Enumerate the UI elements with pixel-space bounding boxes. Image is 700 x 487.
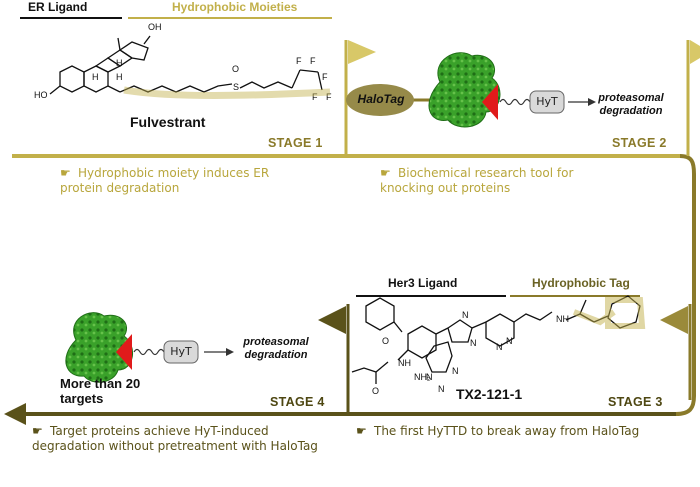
svg-text:H: H bbox=[92, 72, 99, 82]
svg-text:NH₂: NH₂ bbox=[414, 372, 431, 382]
svg-text:NH: NH bbox=[556, 314, 569, 324]
svg-text:N: N bbox=[470, 338, 477, 348]
stage-2-label: STAGE 2 bbox=[612, 136, 667, 150]
stage-1-label: STAGE 1 bbox=[268, 136, 323, 150]
svg-text:F: F bbox=[296, 56, 302, 66]
stage-1-note: ☛Hydrophobic moiety induces ER protein d… bbox=[60, 166, 270, 195]
stage-3-label: STAGE 3 bbox=[608, 395, 663, 409]
hydrophobic-chain-highlight bbox=[123, 86, 331, 99]
stage4-assembly bbox=[65, 312, 234, 383]
svg-text:NH: NH bbox=[398, 358, 411, 368]
tx2-121-1-name: TX2-121-1 bbox=[456, 386, 523, 402]
svg-text:O: O bbox=[372, 386, 379, 396]
flag-icon bbox=[686, 40, 700, 156]
svg-text:O: O bbox=[382, 336, 389, 346]
stage-2-result: proteasomal degradation bbox=[598, 92, 664, 117]
pointing-hand-icon: ☛ bbox=[60, 166, 71, 180]
svg-text:F: F bbox=[322, 72, 328, 82]
fulvestrant-structure bbox=[20, 17, 323, 95]
svg-text:N: N bbox=[462, 310, 469, 320]
svg-text:O: O bbox=[232, 64, 239, 74]
flag-icon bbox=[344, 40, 376, 156]
svg-text:H: H bbox=[116, 72, 123, 82]
flag-icon bbox=[318, 304, 350, 414]
er-ligand-label: ER Ligand bbox=[28, 0, 88, 14]
hydrophobic-moieties-label: Hydrophobic Moieties bbox=[172, 0, 298, 14]
svg-text:HO: HO bbox=[34, 90, 48, 100]
svg-text:N: N bbox=[438, 384, 445, 394]
stage-4-result: proteasomal degradation bbox=[243, 336, 309, 361]
stage2-assembly bbox=[346, 52, 596, 128]
svg-text:N: N bbox=[506, 336, 513, 346]
fulvestrant-name: Fulvestrant bbox=[130, 114, 206, 130]
hydrophobic-tag-highlight bbox=[572, 297, 646, 329]
tx2-121-1-structure bbox=[351, 295, 641, 384]
her3-ligand-label: Her3 Ligand bbox=[388, 276, 458, 290]
svg-text:OH: OH bbox=[148, 22, 162, 32]
halotag-label: HaloTag bbox=[357, 92, 405, 106]
targets-label: More than 20 targets bbox=[60, 376, 141, 406]
stage-2-note: ☛Biochemical research tool for knocking … bbox=[380, 166, 574, 195]
svg-text:N: N bbox=[426, 372, 433, 382]
stage-3-note: ☛The first HyTTD to break away from Halo… bbox=[356, 424, 640, 438]
svg-text:F: F bbox=[312, 92, 318, 102]
svg-text:F: F bbox=[310, 56, 316, 66]
stage-4-label: STAGE 4 bbox=[270, 395, 325, 409]
hydrophobic-tag-label: Hydrophobic Tag bbox=[532, 276, 630, 290]
stage-4-note: ☛Target proteins achieve HyT-induced deg… bbox=[32, 424, 318, 453]
pointing-hand-icon: ☛ bbox=[356, 424, 367, 438]
svg-text:N: N bbox=[496, 342, 503, 352]
flag-icon bbox=[660, 304, 692, 400]
fulvestrant-atoms: OH HO H H H S O F F F F F bbox=[34, 22, 332, 102]
svg-text:N: N bbox=[452, 366, 459, 376]
hyt-label: HyT bbox=[536, 95, 558, 108]
pointing-hand-icon: ☛ bbox=[380, 166, 391, 180]
hyt-label-stage4: HyT bbox=[170, 345, 192, 358]
svg-text:S: S bbox=[233, 82, 239, 92]
tx2-121-1-atoms: O N N N N N NH O NH NH₂ N N bbox=[372, 310, 569, 396]
pointing-hand-icon: ☛ bbox=[32, 424, 43, 438]
svg-text:F: F bbox=[326, 92, 332, 102]
svg-text:H: H bbox=[116, 58, 123, 68]
